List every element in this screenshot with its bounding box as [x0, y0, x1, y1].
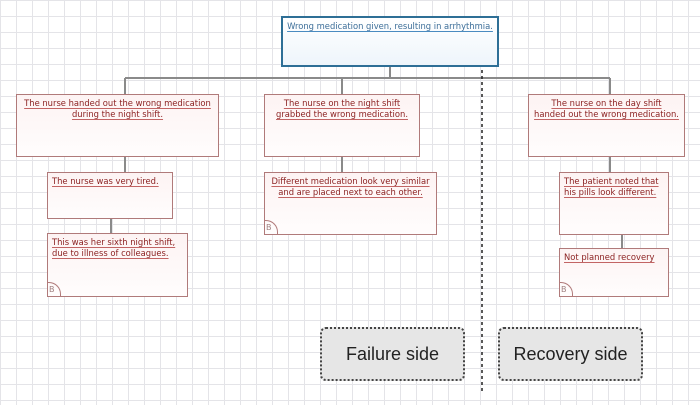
cause-right-text: The nurse on the day shift handed out th… [534, 98, 679, 119]
cause-node-right[interactable]: The nurse on the day shift handed out th… [528, 94, 685, 157]
subcause-left-text: The nurse was very tired. [52, 176, 159, 186]
cause-middle-text: The nurse on the night shift grabbed the… [276, 98, 408, 119]
subcause-node-right[interactable]: The patient noted that his pills look di… [559, 172, 669, 235]
cause-left-text: The nurse handed out the wrong medicatio… [24, 98, 211, 119]
subcause-node-middle[interactable]: Different medication look very similar a… [264, 172, 437, 235]
subcause-middle-text: Different medication look very similar a… [271, 176, 430, 197]
rootcause-node-left[interactable]: This was her sixth night shift, due to i… [47, 233, 188, 297]
subcause-node-left[interactable]: The nurse was very tired. [47, 172, 173, 219]
failure-side-label: Failure side [320, 327, 465, 381]
top-event-text: Wrong medication given, resulting in arr… [287, 21, 493, 31]
barrier-badge-right: B [559, 282, 573, 297]
subcause-right-text: The patient noted that his pills look di… [564, 176, 659, 197]
barrier-badge-left: B [47, 282, 61, 297]
barrier-badge-middle: B [264, 220, 278, 235]
rootcause-node-right[interactable]: Not planned recovery B [559, 248, 669, 297]
cause-node-middle[interactable]: The nurse on the night shift grabbed the… [264, 94, 420, 157]
rootcause-right-text: Not planned recovery [564, 252, 655, 262]
cause-node-left[interactable]: The nurse handed out the wrong medicatio… [16, 94, 219, 157]
rootcause-left-text: This was her sixth night shift, due to i… [52, 237, 176, 258]
top-event-node[interactable]: Wrong medication given, resulting in arr… [281, 16, 499, 67]
recovery-side-label: Recovery side [498, 327, 643, 381]
